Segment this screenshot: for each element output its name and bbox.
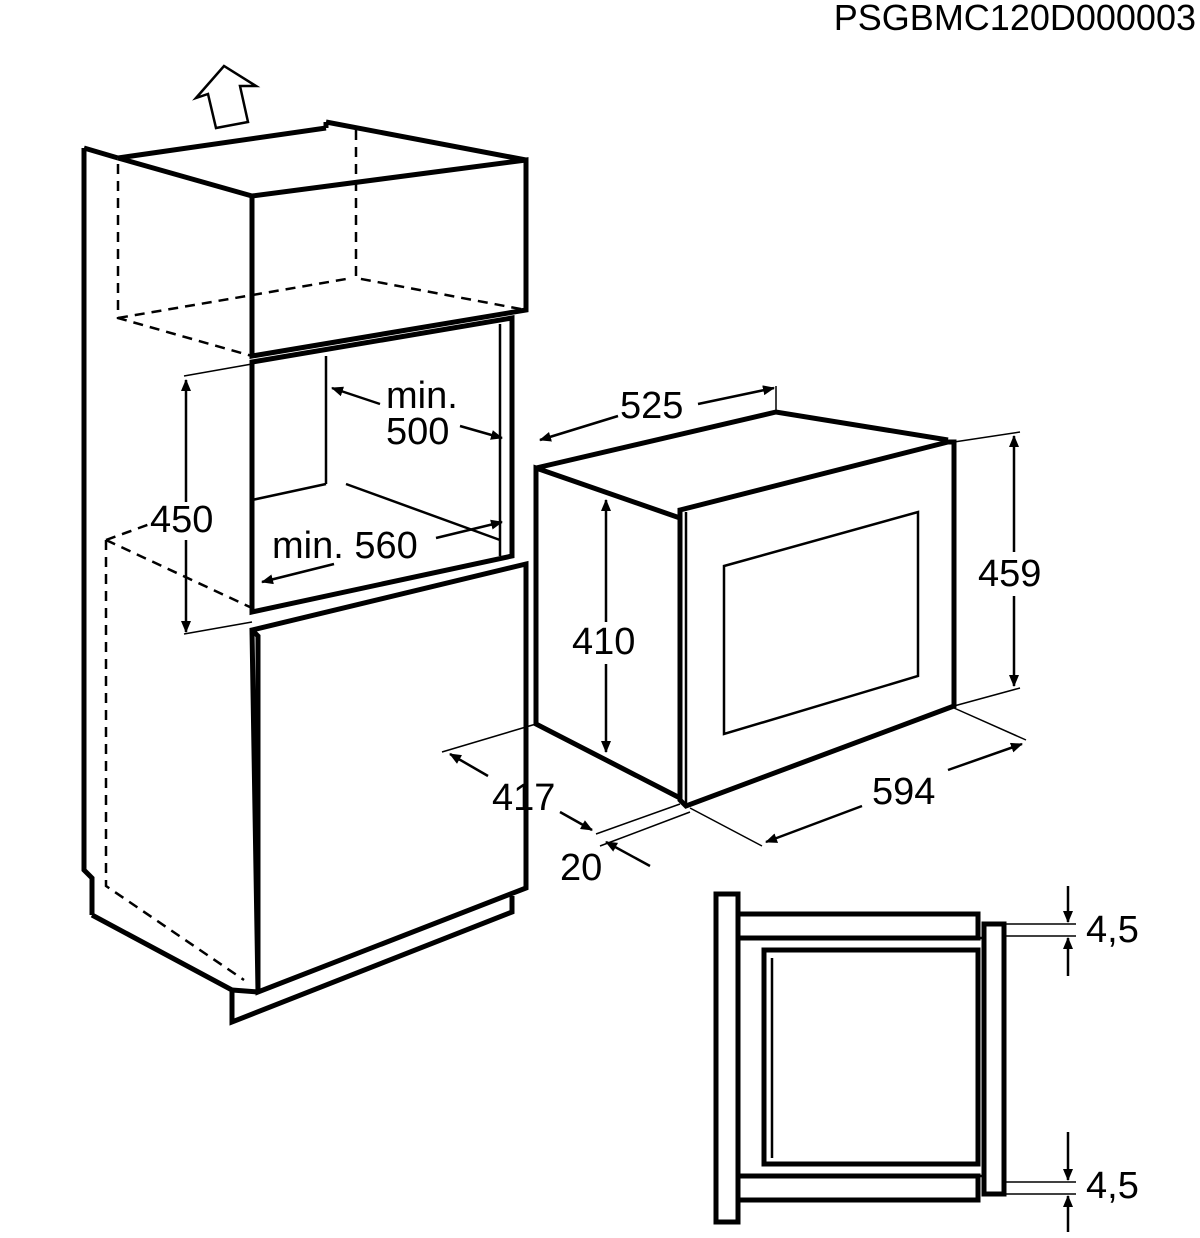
appliance-dimensions — [441, 385, 1027, 868]
section-detail — [713, 886, 1076, 1232]
appliance-depth-label: 525 — [620, 385, 683, 427]
cabinet-hidden-edges — [104, 130, 527, 982]
cabinet-outline — [81, 119, 529, 1026]
niche-width-label: min. 560 — [272, 525, 418, 567]
appliance-body — [533, 409, 957, 809]
document-code: PSGBMC120D000003 — [834, 0, 1196, 38]
niche-depth-value: 500 — [386, 411, 449, 453]
appliance-body-depth-label: 417 — [492, 777, 555, 819]
niche-height-label: 450 — [150, 499, 213, 541]
appliance-body-height-label: 410 — [572, 621, 635, 663]
appliance-width-label: 594 — [872, 771, 935, 813]
frame-depth-label: 20 — [560, 847, 602, 889]
niche-dimensions — [181, 363, 503, 635]
appliance-front-height-label: 459 — [978, 553, 1041, 595]
niche-depth-label: min. — [386, 375, 458, 417]
gap-top-label: 4,5 — [1086, 909, 1139, 951]
up-arrow-icon — [192, 64, 261, 130]
gap-bottom-label: 4,5 — [1086, 1165, 1139, 1207]
